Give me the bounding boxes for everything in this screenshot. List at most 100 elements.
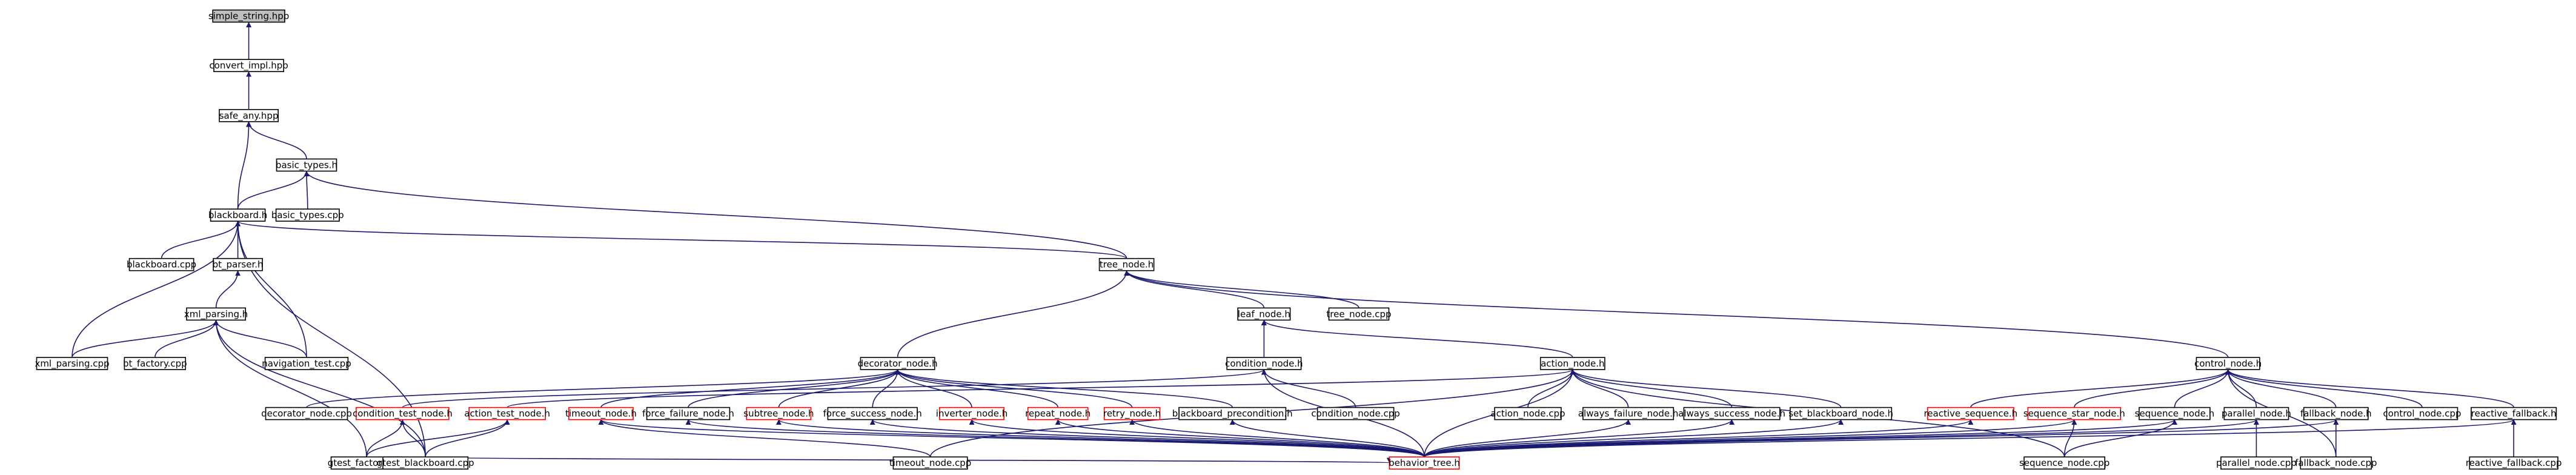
file-node-control_node_cpp[interactable]: control_node.cpp bbox=[2383, 407, 2461, 420]
file-node-set_blackboard[interactable]: set_blackboard_node.h bbox=[1788, 407, 1893, 420]
file-node-xml_parsing_h[interactable]: xml_parsing.h bbox=[184, 307, 248, 321]
edge-set_blackboard-to-action_node_h bbox=[1570, 369, 1842, 408]
file-node-box bbox=[128, 257, 194, 271]
file-node-box bbox=[468, 407, 546, 420]
file-node-label: always_failure_node.h bbox=[1578, 408, 1679, 420]
file-node-box bbox=[1226, 357, 1302, 370]
file-node-box bbox=[1389, 456, 1460, 470]
file-node-repeat_node[interactable]: repeat_node.h bbox=[1025, 407, 1090, 420]
file-node-control_node_h[interactable]: control_node.h bbox=[2194, 357, 2262, 370]
edge-decorator_node_cpp-to-decorator_node_h bbox=[306, 369, 900, 408]
file-node-fallback_node_h[interactable]: fallback_node.h bbox=[2300, 407, 2372, 420]
file-node-blackboard_cpp[interactable]: blackboard.cpp bbox=[127, 257, 196, 271]
file-node-subtree_node[interactable]: subtree_node.h bbox=[743, 407, 814, 420]
file-node-safe_any[interactable]: safe_any.hpp bbox=[219, 108, 279, 122]
file-node-label: force_success_node.h bbox=[823, 408, 922, 420]
file-node-box bbox=[2300, 456, 2372, 470]
file-node-always_failure[interactable]: always_failure_node.h bbox=[1578, 407, 1679, 420]
file-node-convert_impl[interactable]: convert_impl.hpp bbox=[209, 59, 288, 72]
edge-gtest_blackboard-to-xml_parsing_h bbox=[213, 319, 426, 457]
file-node-label: behavior_tree.h bbox=[1389, 457, 1460, 469]
file-node-box bbox=[1539, 357, 1605, 370]
file-node-behavior_tree[interactable]: behavior_tree.h bbox=[1389, 456, 1460, 470]
file-node-box bbox=[186, 307, 246, 321]
file-node-sequence_star[interactable]: sequence_star_node.h bbox=[2023, 407, 2125, 420]
file-node-decorator_node_h[interactable]: decorator_node.h bbox=[858, 357, 938, 370]
file-node-fallback_node_cpp[interactable]: fallback_node.cpp bbox=[2295, 456, 2377, 470]
edge-behavior_tree-to-reactive_fallback_h bbox=[1424, 419, 2517, 457]
file-node-box bbox=[1103, 407, 1161, 420]
file-node-parallel_node_cpp[interactable]: parallel_node.cpp bbox=[2216, 456, 2297, 470]
file-node-xml_parsing_cpp[interactable]: xml_parsing.cpp bbox=[35, 357, 110, 370]
file-node-decorator_node_cpp[interactable]: decorator_node.cpp bbox=[261, 407, 352, 420]
file-node-sequence_node_h[interactable]: sequence_node.h bbox=[2135, 407, 2215, 420]
file-node-box bbox=[264, 357, 349, 370]
file-node-gtest_blackboard[interactable]: gtest_blackboard.cpp bbox=[377, 456, 474, 470]
file-node-box bbox=[939, 407, 1004, 420]
file-node-reactive_fallback_cpp[interactable]: reactive_fallback.cpp bbox=[2466, 456, 2562, 470]
edge-timeout_node_cpp-to-timeout_node_h bbox=[598, 419, 931, 457]
file-node-basic_types_h[interactable]: basic_types.h bbox=[276, 158, 337, 172]
edge-xml_parsing_cpp-to-xml_parsing_h bbox=[71, 319, 219, 358]
file-node-label: xml_parsing.h bbox=[184, 308, 248, 320]
file-node-label: condition_node.h bbox=[1225, 358, 1303, 370]
file-node-box bbox=[1328, 307, 1390, 321]
file-node-label: xml_parsing.cpp bbox=[35, 358, 109, 370]
node-layer: simple_string.hpp convert_impl.hpp safe_an… bbox=[35, 9, 2562, 470]
file-node-bt_factory_cpp[interactable]: bt_factory.cpp bbox=[123, 357, 187, 370]
file-node-label: basic_types.cpp bbox=[271, 210, 344, 221]
file-node-blackboard_precondition[interactable]: blackboard_precondition.h bbox=[1172, 407, 1293, 420]
edge-behavior_tree-to-parallel_node_h bbox=[1424, 419, 2259, 457]
file-node-retry_node[interactable]: retry_node.h bbox=[1103, 407, 1161, 420]
file-node-reactive_sequence[interactable]: reactive_sequence.h bbox=[1924, 407, 2017, 420]
file-node-label: parallel_node.h bbox=[2222, 408, 2291, 420]
edge-condition_node_cpp-to-condition_node_h bbox=[1261, 369, 1356, 408]
edge-gtest_blackboard-to-blackboard_h bbox=[235, 221, 426, 457]
file-node-box bbox=[2220, 456, 2292, 470]
edge-action_node_h-to-leaf_node_h bbox=[1261, 319, 1573, 358]
file-node-label: always_success_node.h bbox=[1678, 408, 1785, 420]
edge-action_node_cpp-to-action_node_h bbox=[1527, 369, 1576, 408]
edge-always_failure-to-action_node_h bbox=[1570, 369, 1629, 408]
edge-basic_types_cpp-to-basic_types_h bbox=[304, 170, 310, 210]
file-node-action_test_node[interactable]: action_test_node.h bbox=[464, 407, 550, 420]
file-node-reactive_fallback_h[interactable]: reactive_fallback.h bbox=[2471, 407, 2557, 420]
file-node-timeout_node_h[interactable]: timeout_node.h bbox=[565, 407, 637, 420]
file-node-tree_node_h[interactable]: tree_node.h bbox=[1098, 257, 1155, 271]
file-node-inverter_node[interactable]: inverter_node.h bbox=[936, 407, 1007, 420]
file-node-always_success[interactable]: always_success_node.h bbox=[1678, 407, 1785, 420]
file-node-box bbox=[568, 407, 634, 420]
file-node-condition_test_node[interactable]: condition_test_node.h bbox=[353, 407, 453, 420]
file-node-label: action_node.h bbox=[1541, 358, 1604, 370]
edge-blackboard_h-to-basic_types_h bbox=[237, 170, 310, 210]
file-node-timeout_node_cpp[interactable]: timeout_node.cpp bbox=[889, 456, 971, 470]
file-node-force_failure[interactable]: force_failure_node.h bbox=[642, 407, 734, 420]
file-node-label: action_node.cpp bbox=[1490, 408, 1565, 420]
edge-gtest_blackboard-to-condition_test_node bbox=[399, 419, 426, 457]
file-node-blackboard_h[interactable]: blackboard.h bbox=[208, 208, 267, 222]
file-node-box bbox=[2027, 407, 2122, 420]
edge-bt_factory_cpp-to-xml_parsing_h bbox=[154, 319, 219, 358]
file-node-action_node_cpp[interactable]: action_node.cpp bbox=[1490, 407, 1565, 420]
file-node-box bbox=[210, 208, 266, 222]
file-node-condition_node_cpp[interactable]: condition_node.cpp bbox=[1311, 407, 1400, 420]
file-node-condition_node_h[interactable]: condition_node.h bbox=[1225, 357, 1303, 370]
file-node-label: blackboard.h bbox=[208, 210, 267, 221]
file-node-leaf_node_h[interactable]: leaf_node.h bbox=[1237, 307, 1291, 321]
file-node-box bbox=[1790, 407, 1893, 420]
file-node-action_node_h[interactable]: action_node.h bbox=[1539, 357, 1605, 370]
file-node-bt_parser[interactable]: bt_parser.h bbox=[213, 257, 264, 271]
file-node-parallel_node_h[interactable]: parallel_node.h bbox=[2222, 407, 2291, 420]
file-node-box bbox=[646, 407, 731, 420]
file-node-simple_string[interactable]: simple_string.hpp bbox=[208, 9, 289, 23]
file-node-basic_types_cpp[interactable]: basic_types.cpp bbox=[271, 208, 344, 222]
file-node-sequence_node_cpp[interactable]: sequence_node.cpp bbox=[2019, 456, 2110, 470]
edge-navigation_test-to-blackboard_h bbox=[235, 221, 307, 357]
file-node-tree_node_cpp[interactable]: tree_node.cpp bbox=[1326, 307, 1392, 321]
file-node-navigation_test[interactable]: navigation_test.cpp bbox=[262, 357, 351, 370]
edge-tree_node_cpp-to-tree_node_h bbox=[1124, 270, 1359, 308]
file-node-label: bt_parser.h bbox=[213, 259, 264, 271]
file-node-label: condition_test_node.h bbox=[353, 408, 453, 420]
file-node-force_success[interactable]: force_success_node.h bbox=[823, 407, 922, 420]
